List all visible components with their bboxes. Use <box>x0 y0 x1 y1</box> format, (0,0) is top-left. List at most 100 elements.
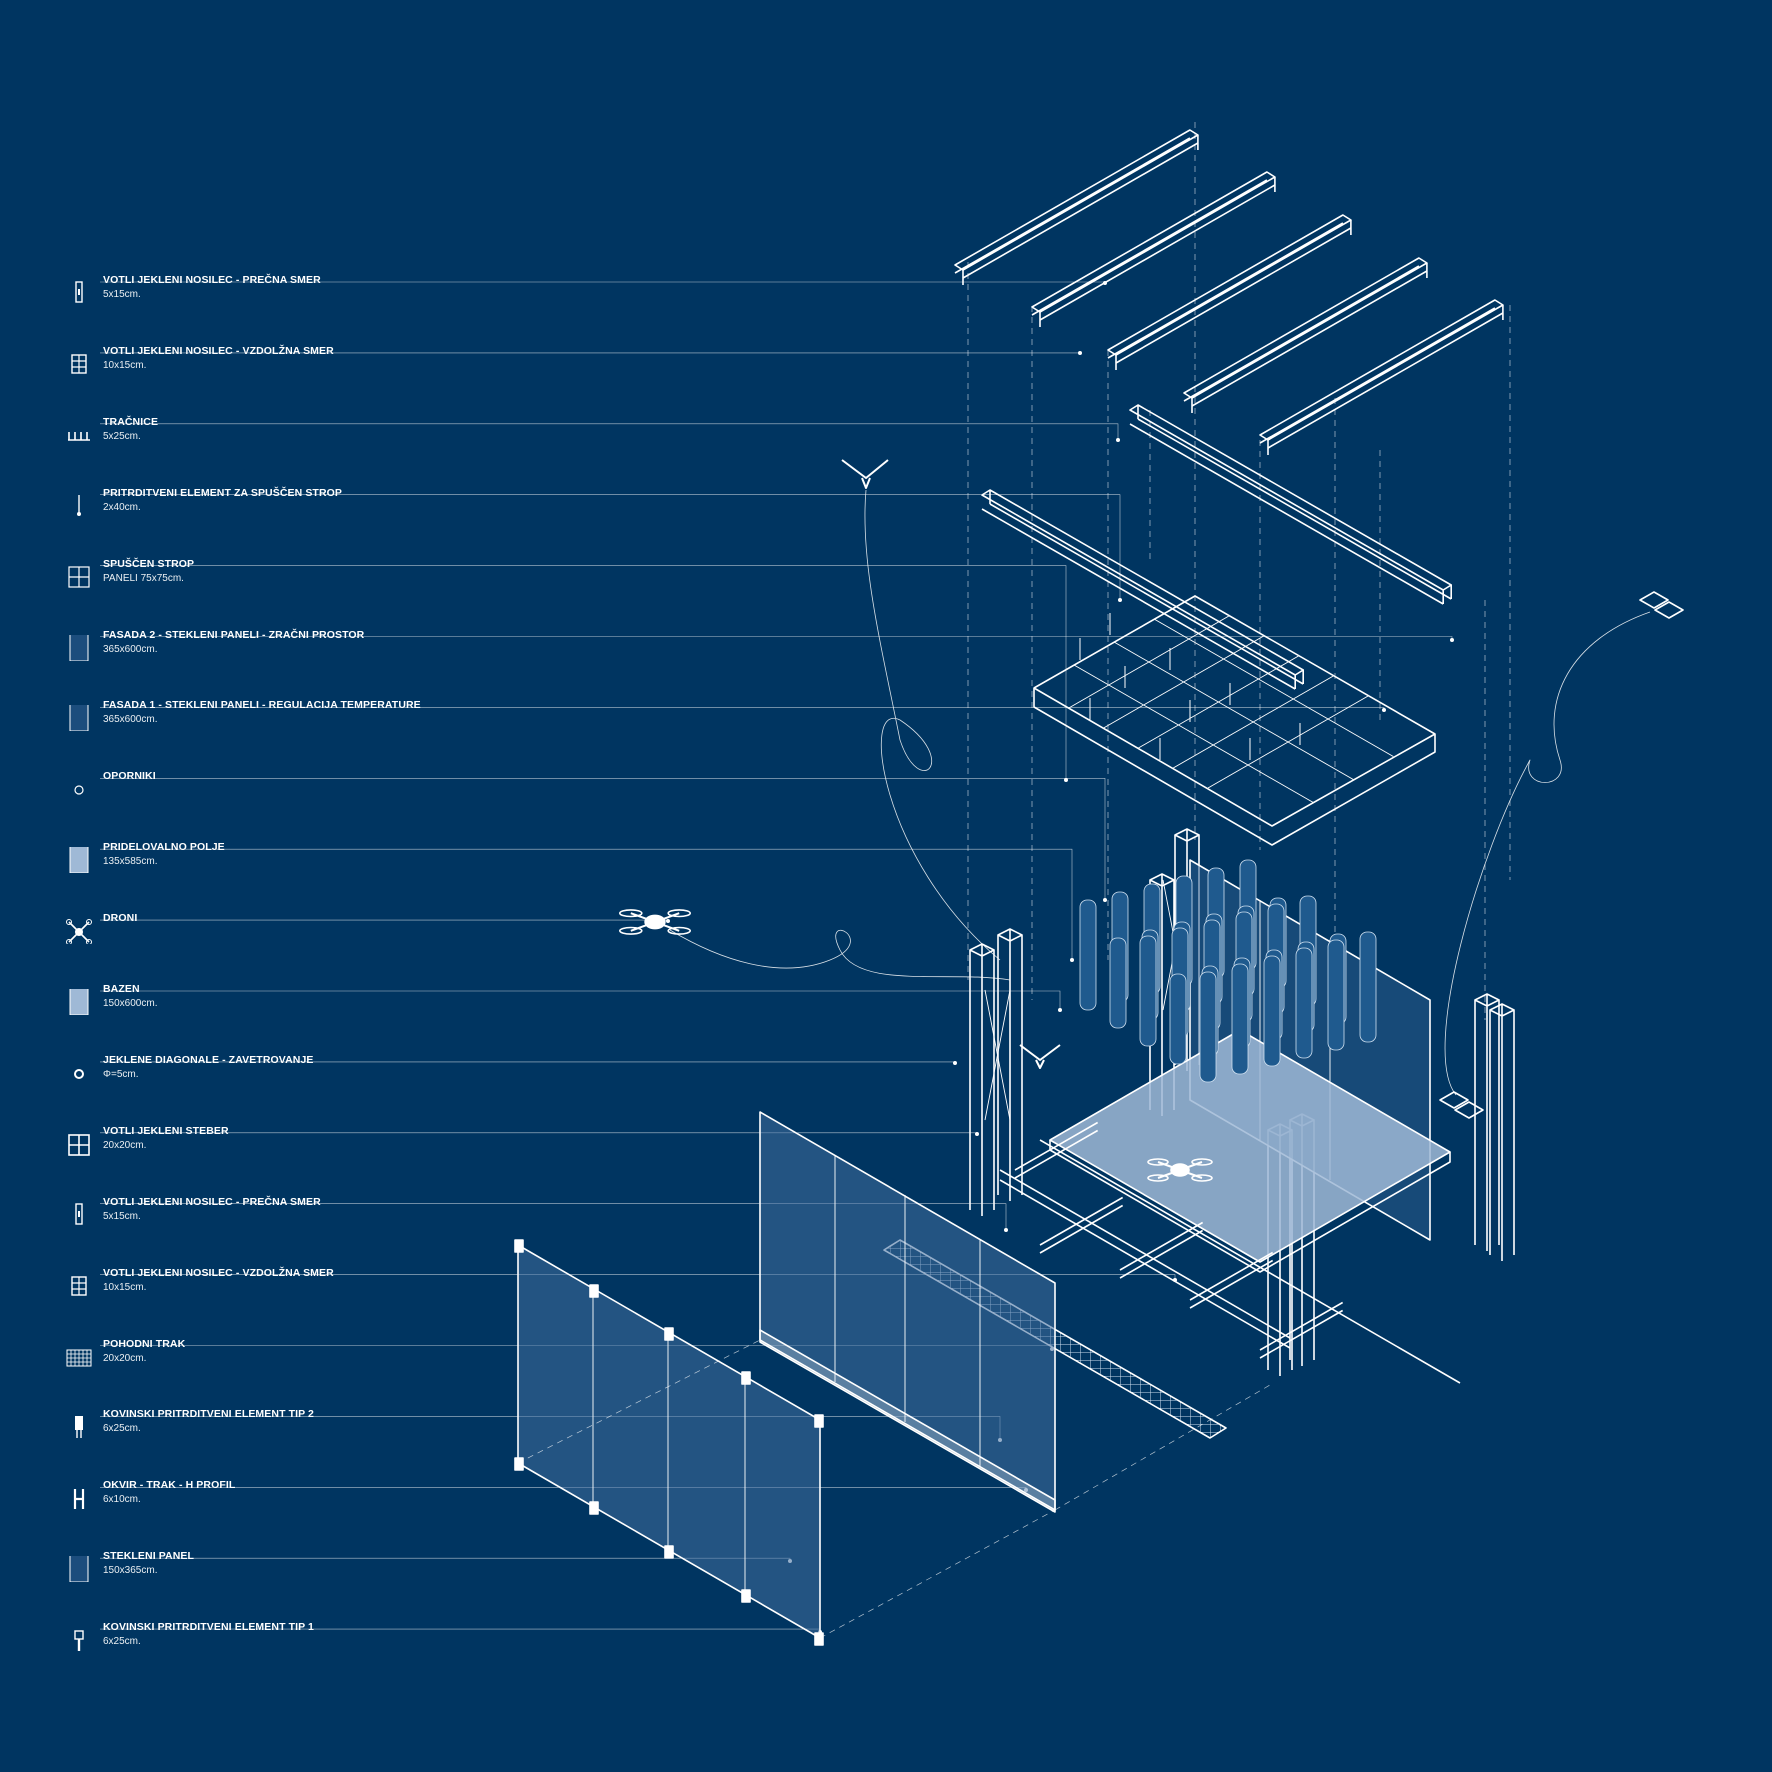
rail-comb-icon <box>68 431 90 441</box>
legend-item: VOTLI JEKLENI NOSILEC - VZDOLŽNA SMER 10x… <box>66 345 426 385</box>
transverse-beam <box>1031 171 1276 321</box>
legend-dimension: 365x600cm. <box>103 643 158 655</box>
legend-dimension: 20x20cm. <box>103 1139 147 1151</box>
facade-mullion <box>834 1155 981 1467</box>
legend-dimension: 6x10cm. <box>103 1494 141 1506</box>
legend-title: FASADA 1 - STEKLENI PANELI - REGULACIJA … <box>103 699 421 712</box>
plant-column <box>1109 937 1127 1029</box>
flight-path <box>864 489 1001 961</box>
beam-end <box>962 135 1199 285</box>
beam-end <box>1039 177 1276 327</box>
legend-dimension: 10x15cm. <box>103 359 147 371</box>
legend-title: VOTLI JEKLENI NOSILEC - PREČNA SMER <box>103 1195 321 1208</box>
quad-drone <box>1639 591 1684 619</box>
legend-title: VOTLI JEKLENI NOSILEC - PREČNA SMER <box>103 274 321 286</box>
drone-rotor <box>618 926 643 935</box>
legend-dimension: PANELI 75x75cm. <box>103 572 184 584</box>
legend-title: OPORNIKI <box>103 770 156 783</box>
drone-body <box>644 914 666 930</box>
leader-line <box>100 1203 1007 1230</box>
transverse-beam <box>954 129 1199 279</box>
plant-column <box>1359 931 1377 1043</box>
grid-box-icon <box>71 1275 87 1296</box>
legend-dimension: 10x15cm. <box>103 1281 147 1293</box>
leader-dot <box>666 919 670 923</box>
leader-dot <box>1118 598 1122 602</box>
floor-transverse-beam <box>1259 1301 1344 1359</box>
beam-end <box>1115 220 1352 370</box>
ceiling-grid-icon <box>68 565 90 588</box>
leader-line <box>100 778 1106 900</box>
glass-panel-icon <box>69 634 89 661</box>
steel-diagonal-bracing <box>984 879 1189 1121</box>
legend-item: VOTLI JEKLENI NOSILEC - PREČNA SMER 5x15c… <box>66 1196 426 1236</box>
legend-dimension: 5x15cm. <box>103 289 141 300</box>
legend-dimension: 5x15cm. <box>103 1210 141 1222</box>
legend-item: DRONI <box>66 912 426 952</box>
legend-title: BAZEN <box>103 983 140 995</box>
plant-column <box>1327 939 1345 1051</box>
legend-item: OKVIR - TRAK - H PROFIL 6x10cm. <box>66 1479 426 1519</box>
metal-fixing-clip <box>814 1632 824 1646</box>
legend-dimension: 20x20cm. <box>103 1352 147 1364</box>
drone-rotor <box>618 909 643 918</box>
legend-title: VOTLI JEKLENI NOSILEC - VZDOLŽNA SMER <box>103 344 334 357</box>
leader-line <box>100 423 1119 440</box>
metal-fixing-clip <box>589 1501 599 1515</box>
glass-panel-divider <box>592 1288 746 1594</box>
leader-dot <box>1450 638 1454 642</box>
plant-column <box>1263 955 1281 1067</box>
legend-title: FASADA 2 - STEKLENI PANELI - ZRAČNI PROS… <box>103 628 365 641</box>
column-grid-icon <box>68 1133 90 1156</box>
leader-dot <box>975 1132 979 1136</box>
leader-dot <box>1116 438 1120 442</box>
metal-fixing-clip <box>514 1457 524 1471</box>
legend-item: VOTLI JEKLENI STEBER 20x20cm. <box>66 1125 426 1165</box>
floor-longitudinal-beam <box>999 1139 1461 1384</box>
leader-dot <box>1382 708 1386 712</box>
grid-box-icon <box>71 354 87 374</box>
drone-body <box>1170 1163 1190 1177</box>
leader-line <box>100 990 1061 1010</box>
legend-dimension: 2x40cm. <box>103 501 141 513</box>
transverse-beam <box>1259 299 1504 449</box>
metal-fixing-clip <box>664 1327 674 1341</box>
metal-fixing-clip <box>589 1284 599 1298</box>
plant-column <box>1231 963 1249 1075</box>
legend-dimension: 365x600cm. <box>103 714 158 726</box>
legend-title: KOVINSKI PRITRDITVENI ELEMENT TIP 1 <box>103 1621 314 1634</box>
legend-title: OKVIR - TRAK - H PROFIL <box>103 1479 236 1492</box>
longitudinal-beam <box>1129 404 1452 605</box>
filled-panel-icon <box>69 989 89 1015</box>
beam-end <box>1191 263 1428 413</box>
leader-dot <box>1004 1228 1008 1232</box>
plant-column <box>1169 973 1187 1065</box>
legend-item: POHODNI TRAK 20x20cm. <box>66 1338 426 1378</box>
legend-dimension: 135x585cm. <box>103 856 158 868</box>
small-circle-icon <box>74 785 84 795</box>
legend-dimension: 150x365cm. <box>103 1565 158 1577</box>
longitudinal-beam <box>981 489 1304 690</box>
legend-item: PRIDELOVALNO POLJE 135x585cm. <box>66 841 426 881</box>
metal-fixing-clip <box>741 1371 751 1385</box>
floor-transverse-beam <box>1014 1121 1099 1179</box>
legend-title: PRIDELOVALNO POLJE <box>103 841 225 854</box>
leader-dot <box>1070 958 1074 962</box>
h-profile-icon <box>73 1489 85 1510</box>
h-profile-frame-strip <box>759 1329 1056 1513</box>
plant-column <box>1295 947 1313 1059</box>
tall-box-icon <box>75 281 83 303</box>
legend-title: VOTLI JEKLENI STEBER <box>103 1124 229 1137</box>
legend-title: POHODNI TRAK <box>103 1337 186 1350</box>
filled-panel-icon <box>69 847 89 874</box>
legend-item: VOTLI JEKLENI NOSILEC - PREČNA SMER 5x15c… <box>66 274 426 314</box>
drone-rotor <box>667 909 692 918</box>
legend-dimension: 6x25cm. <box>103 1423 141 1435</box>
